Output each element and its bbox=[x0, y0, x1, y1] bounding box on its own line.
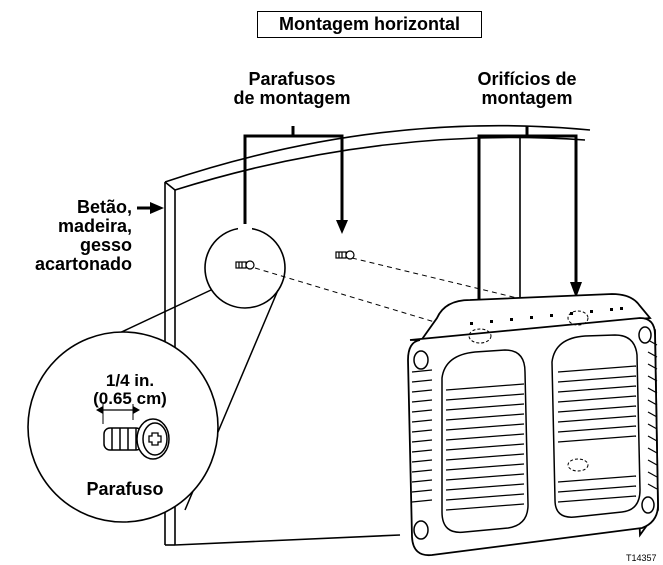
hole-leader-lines bbox=[477, 126, 578, 302]
wall-material-line2: madeira, bbox=[57, 216, 132, 236]
device-vent-slats bbox=[445, 365, 637, 511]
screws-label: Parafusos de montagem bbox=[212, 70, 372, 108]
device-front-grille bbox=[441, 334, 641, 534]
device-mounting-holes bbox=[468, 310, 589, 472]
wall-material-label: Betão, madeira, gesso acartonado bbox=[0, 198, 132, 274]
device-side-vents bbox=[411, 339, 658, 503]
screws-label-line2: de montagem bbox=[233, 88, 351, 108]
wall-screw-left bbox=[235, 260, 255, 270]
screw-label: Parafuso bbox=[86, 479, 164, 499]
wall-material-line3: gesso bbox=[79, 235, 132, 255]
screw-dimension-line2: (0.65 cm) bbox=[93, 389, 167, 408]
wall-material-line4: acartonado bbox=[34, 254, 132, 274]
wall-material-arrow bbox=[137, 202, 164, 214]
screws-label-line1: Parafusos bbox=[248, 69, 336, 89]
holes-label: Orifícios de montagem bbox=[452, 70, 602, 108]
device-top-vents bbox=[470, 307, 623, 325]
screw-magnified-circle bbox=[27, 331, 219, 523]
screw-leader-lines bbox=[243, 126, 344, 236]
screw-dimension-label: 1/4 in. (0.65 cm) bbox=[80, 372, 180, 408]
wall-screw-right bbox=[335, 250, 355, 260]
diagram-title: Montagem horizontal bbox=[257, 11, 482, 38]
holes-label-line1: Orifícios de bbox=[477, 69, 577, 89]
screw-dimension-line1: 1/4 in. bbox=[105, 371, 155, 390]
figure-reference: T14357 bbox=[626, 553, 657, 563]
holes-label-line2: montagem bbox=[481, 88, 573, 108]
hole-arrow-head-right bbox=[570, 282, 582, 298]
device-body bbox=[407, 293, 659, 557]
wall-material-line1: Betão, bbox=[76, 197, 132, 217]
screw-arrow-head-right bbox=[336, 220, 348, 234]
device-feet bbox=[413, 326, 655, 540]
